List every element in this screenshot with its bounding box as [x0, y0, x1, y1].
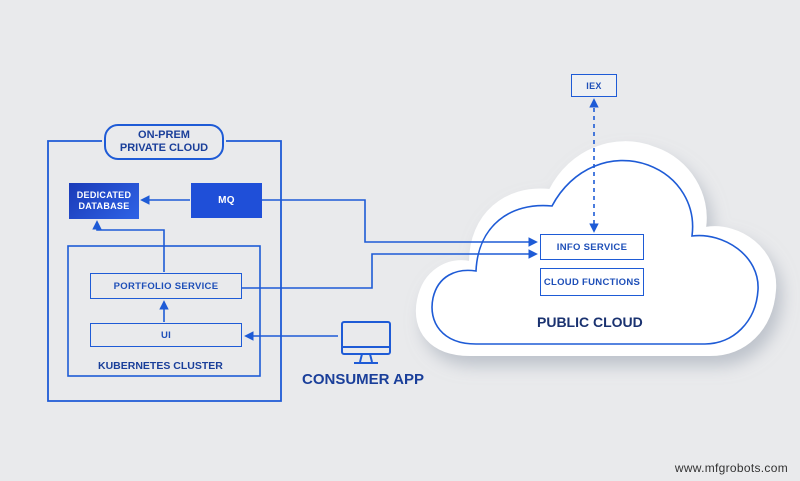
info-service-box: INFO SERVICE: [540, 234, 644, 260]
consumer-app-label: CONSUMER APP: [302, 371, 424, 388]
iex-label: IEX: [586, 80, 602, 91]
ui-box: UI: [90, 323, 242, 347]
kubernetes-cluster-label: KUBERNETES CLUSTER: [98, 360, 223, 372]
dedicated-database-line2: DATABASE: [78, 201, 130, 211]
portfolio-service-label: PORTFOLIO SERVICE: [113, 280, 219, 292]
mq-box: MQ: [191, 183, 262, 218]
mq-label: MQ: [218, 195, 235, 206]
cloud-functions-label: CLOUD FUNCTIONS: [543, 276, 641, 288]
public-cloud-label: PUBLIC CLOUD: [537, 314, 643, 330]
dedicated-database-box: DEDICATED DATABASE: [69, 183, 139, 219]
portfolio-service-box: PORTFOLIO SERVICE: [90, 273, 242, 299]
ui-label: UI: [160, 329, 172, 341]
cloud-functions-box: CLOUD FUNCTIONS: [540, 268, 644, 296]
on-prem-title: ON-PREM PRIVATE CLOUD: [104, 124, 224, 160]
on-prem-frame: [47, 140, 282, 402]
on-prem-title-line1: ON-PREM: [138, 129, 190, 141]
on-prem-title-line2: PRIVATE CLOUD: [119, 142, 209, 154]
iex-box: IEX: [571, 74, 617, 97]
dedicated-database-line1: DEDICATED: [76, 190, 132, 200]
watermark: www.mfgrobots.com: [674, 461, 788, 475]
monitor-icon: [341, 321, 391, 364]
info-service-label: INFO SERVICE: [556, 241, 628, 253]
